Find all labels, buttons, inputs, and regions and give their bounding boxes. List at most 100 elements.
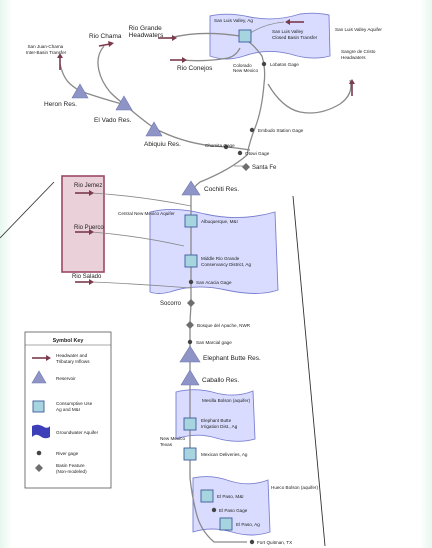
santa-fe-diamond	[242, 163, 250, 171]
tributary-highlight-box	[61, 175, 105, 273]
label-rio-conejos: Rio Conejos	[177, 65, 213, 72]
legend-item-river-gage: River gage	[56, 451, 79, 456]
label-lobatos-gage: Lobatos Gage	[270, 62, 299, 67]
slide-diagonal-right	[292, 195, 326, 547]
label-el-vado-res: El Vado Res.	[94, 117, 132, 124]
mrgcd-ag-node	[184, 254, 198, 268]
river-rio-grande-main	[189, 195, 247, 543]
label-elephant-butte-res: Elephant Butte Res.	[203, 355, 261, 362]
inflow-san-juan-chama	[57, 53, 63, 70]
river-rio-chama	[97, 45, 251, 151]
inflow-rio-puerco	[75, 229, 94, 235]
label-bosque-del-apache: Bosque del Apache, NWR	[197, 323, 251, 328]
label-san-marcial-gage: San Marcial gage	[196, 340, 232, 345]
groundwater-aquifer-icon	[32, 424, 50, 439]
central-nm-aquifer	[149, 209, 279, 294]
consumptive-use-square-icon	[32, 400, 45, 413]
inflow-san-luis-closed-basin	[285, 19, 304, 25]
mexican-deliveries-node	[183, 447, 197, 461]
label-central-nm-aquifer: Central New Mexico Aquifer	[118, 211, 175, 216]
label-chamita-gage: Chamita Gage	[205, 143, 235, 148]
label-el-paso-gage: El Paso Gage	[219, 508, 248, 513]
legend-item-inflows: Headwater and Tributary Inflows	[56, 353, 90, 364]
inflow-sangre-de-cristo	[349, 79, 355, 96]
label-rio-salado: Rio Salado	[72, 274, 102, 280]
label-hueco-bolson: Hueco Bolson (aquifer)	[271, 485, 318, 490]
inflow-rio-grande-headwaters	[158, 35, 177, 41]
label-fort-quitman: Fort Quitman, TX	[257, 540, 292, 545]
label-rio-grande-headwaters: Rio Grande Headwaters	[128, 25, 164, 39]
legend-item-consumptive-use: Consumptive Use Ag and M&I	[56, 401, 94, 412]
ebid-ag-node	[183, 417, 197, 431]
link-rio-puerco	[91, 231, 185, 247]
label-ebid-ag: Elephant Butte Irrigation Dist., Ag	[201, 418, 238, 429]
el-paso-gage-dot	[211, 507, 217, 513]
san-acacia-gage-dot	[188, 279, 194, 285]
label-san-juan-chama: San Juan-Chama Inter-Basin Transfer	[26, 44, 67, 55]
inflow-rio-jemez	[75, 190, 94, 196]
label-san-luis-valley-aquifer: San Luis Valley Aquifer	[335, 27, 382, 32]
label-santa-fe: Santa Fe	[252, 165, 277, 171]
reservoir-triangle-icon	[31, 370, 47, 384]
label-san-luis-closed-basin: San Luis Valley Closed Basin Transfer	[272, 29, 318, 40]
label-caballo-res: Caballo Res.	[202, 377, 239, 384]
label-el-paso-mi: El Paso, M&I	[217, 494, 244, 499]
label-abiquiu-res: Abiquiu Res.	[144, 141, 181, 148]
san-luis-valley-aquifer	[209, 12, 331, 60]
chamita-gage-dot	[223, 144, 229, 150]
label-colorado-new-mexico: Colorado New Mexico	[233, 63, 258, 73]
label-albuquerque-mi: Albuquerque, M&I	[201, 219, 238, 224]
river-sangre-de-cristo	[267, 79, 352, 114]
inflow-rio-chama	[98, 41, 114, 47]
san-marcial-gage-dot	[187, 339, 193, 345]
label-otowi-gage: Otowi Gage	[245, 151, 270, 156]
legend-item-groundwater: Groundwater Aquifer	[56, 430, 99, 435]
label-mrgcd-ag: Middle Rio Grande Conservancy District, …	[201, 256, 251, 267]
caballo-reservoir	[180, 369, 200, 386]
embudo-gage-dot	[249, 127, 255, 133]
cochiti-reservoir	[181, 180, 201, 196]
el-vado-reservoir	[115, 95, 133, 111]
label-embudo-station-gage: Embudo Station Gage	[258, 128, 304, 133]
inflow-rio-conejos	[170, 57, 187, 63]
river-heron-to-el-vado	[59, 63, 123, 105]
symbol-key-legend: Symbol Key Headwater and Tributary Inflo…	[24, 331, 112, 489]
san-luis-valley-ag-node	[238, 29, 252, 43]
label-mexican-deliveries: Mexican Deliveries, Ag	[201, 452, 248, 457]
link-rio-jemez	[91, 192, 192, 207]
label-san-luis-valley-ag: San Luis Valley, Ag	[214, 18, 253, 23]
inflow-arrow-icon	[32, 355, 51, 361]
link-rio-salado	[91, 281, 192, 289]
lobatos-gage-dot	[261, 61, 267, 67]
label-el-paso-ag: El Paso, Ag	[236, 522, 260, 527]
label-nm-texas: New Mexico Texas	[160, 436, 186, 447]
socorro-diamond	[187, 299, 195, 307]
inflow-rio-salado	[75, 279, 94, 285]
fort-quitman-gage-dot	[249, 539, 255, 545]
legend-item-basin-feature: Basin Feature (Non-modeled)	[56, 463, 87, 474]
label-sangre-de-cristo: Sangre de Cristo Headwaters	[341, 49, 377, 60]
otowi-gage-dot	[237, 150, 243, 156]
el-paso-mi-node	[200, 489, 214, 503]
legend-item-reservoir: Reservoir	[56, 376, 76, 381]
elephant-butte-reservoir	[179, 345, 201, 363]
bosque-del-apache-diamond	[186, 321, 194, 329]
label-heron-res: Heron Res.	[44, 101, 77, 108]
el-paso-ag-node	[219, 517, 233, 531]
slide-diagonal-left	[0, 181, 55, 239]
label-cochiti-res: Cochiti Res.	[204, 186, 239, 193]
label-rio-jemez: Rio Jemez	[74, 183, 102, 189]
label-rio-chama: Rio Chama	[89, 33, 122, 40]
albuquerque-mi-node	[184, 214, 198, 228]
label-san-acacia-gage: San Acacia Gage	[196, 280, 232, 285]
label-rio-puerco: Rio Puerco	[74, 225, 104, 231]
basin-feature-diamond-icon	[35, 464, 43, 472]
abiquiu-reservoir	[145, 121, 163, 137]
label-mesilla-bolson: Mesilla Bolson (aquifer)	[202, 398, 250, 403]
river-gage-dot-icon	[36, 450, 42, 456]
label-socorro: Socorro	[160, 301, 182, 307]
river-rio-conejos	[181, 47, 241, 62]
legend-title: Symbol Key	[53, 338, 84, 344]
